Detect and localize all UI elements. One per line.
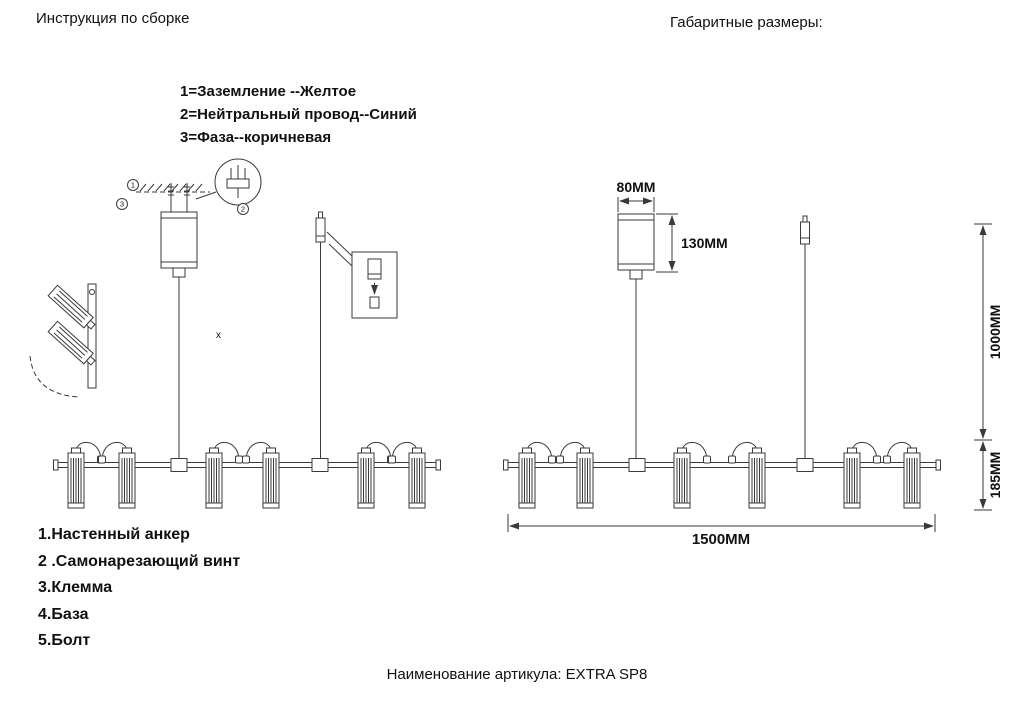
assembly-instructions-title: Инструкция по сборке (36, 10, 190, 27)
lamp-shade (728, 441, 766, 509)
fixture-bar (507, 462, 937, 468)
fixture-length-label: 1500MM (692, 531, 750, 548)
parts-list-item: 5.Болт (38, 632, 91, 649)
canopy-width-label: 80MM (617, 179, 656, 195)
parts-list-item: 3.Клемма (38, 579, 113, 596)
dimension-fixture (503, 441, 941, 509)
wire-mount-block (170, 458, 188, 472)
dimension-fixture-height: 185MM (974, 441, 1003, 511)
dimension-drawing: 80MM 130MM 1000MM 185MM (503, 179, 1003, 548)
lamp-shade (556, 441, 594, 509)
lamp-shade (673, 441, 711, 509)
callout-2-circle (237, 203, 249, 215)
dimension-fixture-length: 1500MM (507, 514, 936, 548)
swivel-shade (47, 284, 96, 330)
wall-mount-detail (29, 283, 97, 398)
assembly-fixture (53, 441, 441, 509)
dimension-canopy-height: 130MM (656, 213, 728, 273)
callout-2: 2 (241, 205, 245, 214)
swivel-shade (47, 320, 96, 366)
wiring-legend-ground: 1=Заземление --Желтое (180, 83, 357, 100)
lamp-shade (388, 441, 426, 509)
lamp-shade (205, 441, 243, 509)
wire-mount-block (311, 458, 329, 472)
assembly-drawing: 1 3 2 (29, 158, 441, 509)
wiring-legend-neutral: 2=Нейтральный провод--Синий (180, 106, 417, 123)
callout-1-circle (127, 179, 139, 191)
wire-mount-block (796, 458, 814, 472)
connector-detail-box (326, 231, 398, 319)
fixture-height-label: 185MM (987, 452, 1003, 499)
canopy (160, 211, 198, 278)
ceiling-mount-detail: 1 3 (116, 179, 210, 212)
lamp-shade (67, 441, 105, 509)
lamp-shade (242, 441, 280, 509)
wire-mount-block (628, 458, 646, 472)
wire-connector (800, 215, 810, 245)
overall-dimensions-title: Габаритные размеры: (670, 14, 823, 31)
anchor-screw (168, 183, 174, 212)
wiring-detail-bubble: 2 (195, 158, 262, 215)
lamp-shade (98, 441, 136, 509)
lamp-shade (843, 441, 881, 509)
lamp-shade (883, 441, 921, 509)
wire-connector (315, 211, 326, 243)
callout-3-circle (116, 198, 128, 210)
article-name-footer: Наименование артикула: EXTRA SP8 (386, 666, 648, 683)
callout-3: 3 (120, 200, 124, 209)
parts-list: 1.Настенный анкер 2 .Самонарезающий винт… (38, 522, 240, 655)
suspension-height-label: 1000MM (987, 305, 1003, 359)
parts-list-item: 2 .Самонарезающий винт (38, 552, 241, 570)
wiring-legend-phase: 3=Фаза--коричневая (180, 129, 332, 146)
callout-1: 1 (131, 181, 135, 190)
parts-list-item: 4.База (38, 605, 89, 623)
lamp-shade (357, 441, 395, 509)
dimension-suspension-height: 1000MM (974, 223, 1003, 441)
position-marker: x (216, 330, 221, 341)
dimension-canopy-width: 80MM (617, 179, 656, 212)
canopy-height-label: 130MM (681, 235, 728, 251)
lamp-shade (518, 441, 556, 509)
parts-list-item: 1.Настенный анкер (38, 526, 190, 543)
anchor-screw (184, 183, 190, 212)
canopy (617, 213, 655, 280)
wiring-legend: 1=Заземление --Желтое 2=Нейтральный пров… (180, 80, 417, 149)
